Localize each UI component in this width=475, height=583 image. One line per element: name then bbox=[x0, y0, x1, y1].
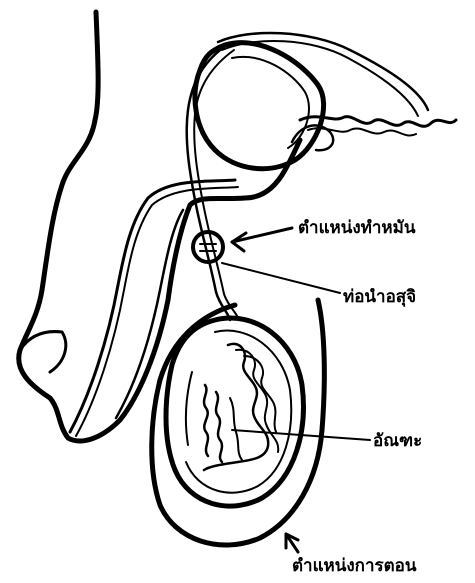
label-vasectomy-site: ตำแหน่งทำหมัน bbox=[298, 218, 415, 238]
tubule-1 bbox=[204, 385, 208, 456]
penis-inner-line bbox=[116, 210, 183, 418]
bladder bbox=[195, 43, 324, 169]
label-vas-deferens: ท่อนำอสุจิ bbox=[343, 287, 416, 307]
vas-deferens-line-2 bbox=[194, 50, 238, 318]
seminal-tube-2 bbox=[222, 41, 418, 116]
seminal-vesicle-2 bbox=[308, 128, 416, 135]
tubule-2 bbox=[216, 392, 222, 462]
label-testis: อัณฑะ bbox=[373, 431, 422, 451]
label-castration-site: ตำแหน่งการตอน bbox=[292, 556, 417, 576]
epididymis-coil-3 bbox=[244, 356, 276, 432]
arrowhead-vasectomy bbox=[232, 233, 246, 251]
tubule-4 bbox=[230, 398, 242, 460]
leader-vas bbox=[222, 263, 340, 293]
tubule-3 bbox=[186, 372, 192, 445]
